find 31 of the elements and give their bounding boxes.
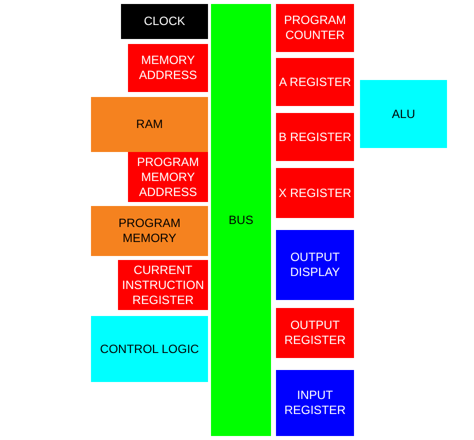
component-box	[276, 370, 354, 436]
component-box	[276, 308, 354, 358]
component-box	[276, 168, 354, 218]
component-box	[91, 206, 208, 256]
box-label: B REGISTER	[278, 130, 352, 144]
component-box	[128, 152, 208, 202]
component-box	[91, 97, 208, 152]
box-label: X REGISTER	[278, 186, 352, 200]
box-label: MEMORY ADDRESS	[138, 53, 198, 83]
box-label: BUS	[228, 212, 254, 228]
component-box	[276, 230, 354, 300]
box-label: A REGISTER	[278, 74, 352, 90]
component-box	[276, 58, 354, 106]
box-label: OUTPUT REGISTER	[283, 318, 347, 348]
box-label: PROGRAM COUNTER	[282, 13, 347, 43]
box-label: CLOCK	[144, 14, 186, 29]
component-box	[276, 113, 354, 161]
component-box	[360, 80, 447, 148]
box-label: ALU	[392, 106, 416, 122]
component-box	[121, 4, 208, 39]
box-label: INPUT REGISTER	[283, 388, 347, 418]
box-label: CONTROL LOGIC	[100, 342, 199, 356]
box-label: RAM	[136, 117, 163, 132]
bus-bar	[211, 4, 271, 436]
box-label: PROGRAM MEMORY ADDRESS	[136, 154, 200, 200]
component-box	[91, 316, 208, 382]
box-label: CURRENT INSTRUCTION REGISTER	[121, 262, 205, 308]
box-label: OUTPUT DISPLAY	[289, 250, 341, 280]
box-label: PROGRAM MEMORY	[117, 216, 182, 246]
component-box	[276, 4, 354, 52]
component-box	[128, 44, 208, 92]
